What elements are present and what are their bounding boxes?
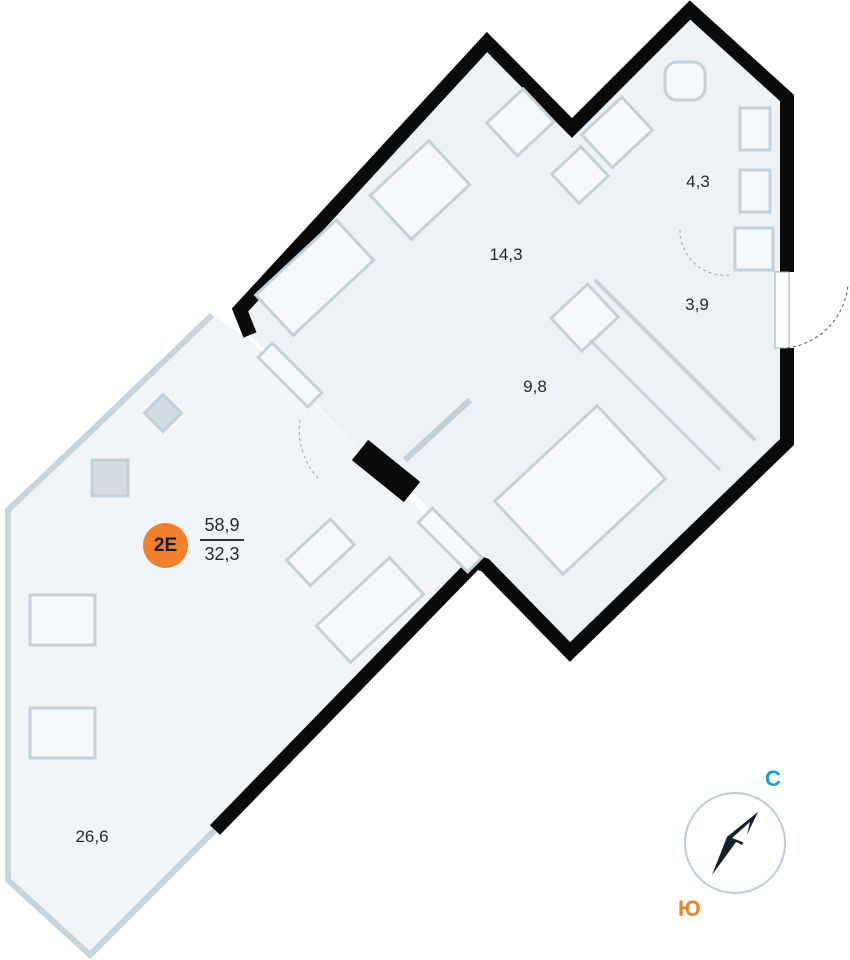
terrace-sofa	[314, 555, 426, 665]
armchair	[28, 706, 97, 760]
armchair	[28, 593, 97, 647]
compass-south-label: Ю	[678, 896, 701, 921]
cabinet	[733, 226, 775, 272]
fraction-line	[200, 539, 244, 541]
apartment-code-badge: 2E	[143, 523, 188, 568]
terrace-railing	[5, 312, 218, 960]
planter	[142, 392, 184, 434]
bathroom-door-swing	[679, 229, 731, 276]
entrance-door[interactable]	[774, 271, 790, 349]
room-area-kitchen: 14,3	[489, 245, 523, 264]
stove	[484, 86, 557, 158]
total-area: 58,9	[204, 515, 240, 535]
room-area-terrace: 26,6	[75, 827, 109, 846]
inner-wall	[351, 439, 421, 503]
room-area-bathroom: 4,3	[686, 172, 710, 191]
apartment-areas: 58,9 32,3	[200, 515, 244, 565]
terrace-door-swing	[298, 419, 321, 481]
kitchen-sink	[549, 144, 611, 206]
compass-needle-highlight	[732, 822, 750, 843]
wardrobe-line	[588, 338, 722, 472]
outer-wall	[231, 0, 794, 338]
shower	[579, 94, 655, 170]
room-area-hallway: 3,9	[685, 295, 709, 314]
planter	[90, 458, 130, 498]
door-swing	[786, 284, 849, 349]
compass-ring	[684, 792, 786, 894]
partition-line	[402, 397, 473, 463]
terrace-wall	[209, 555, 484, 835]
wardrobe-line	[593, 278, 757, 442]
dining-table	[368, 138, 472, 242]
coffee-table	[284, 516, 357, 588]
fridge	[548, 282, 621, 354]
window-sill	[416, 506, 484, 574]
furniture	[28, 60, 775, 760]
bed	[492, 403, 668, 577]
sofa	[253, 217, 376, 338]
compass-north-label: С	[765, 766, 781, 791]
living-area: 32,3	[204, 543, 240, 564]
washbasin	[738, 106, 772, 152]
window-sill	[256, 341, 324, 409]
room-area-bedroom: 9,8	[523, 377, 547, 396]
toilet	[663, 60, 707, 102]
washing-machine	[738, 168, 772, 214]
